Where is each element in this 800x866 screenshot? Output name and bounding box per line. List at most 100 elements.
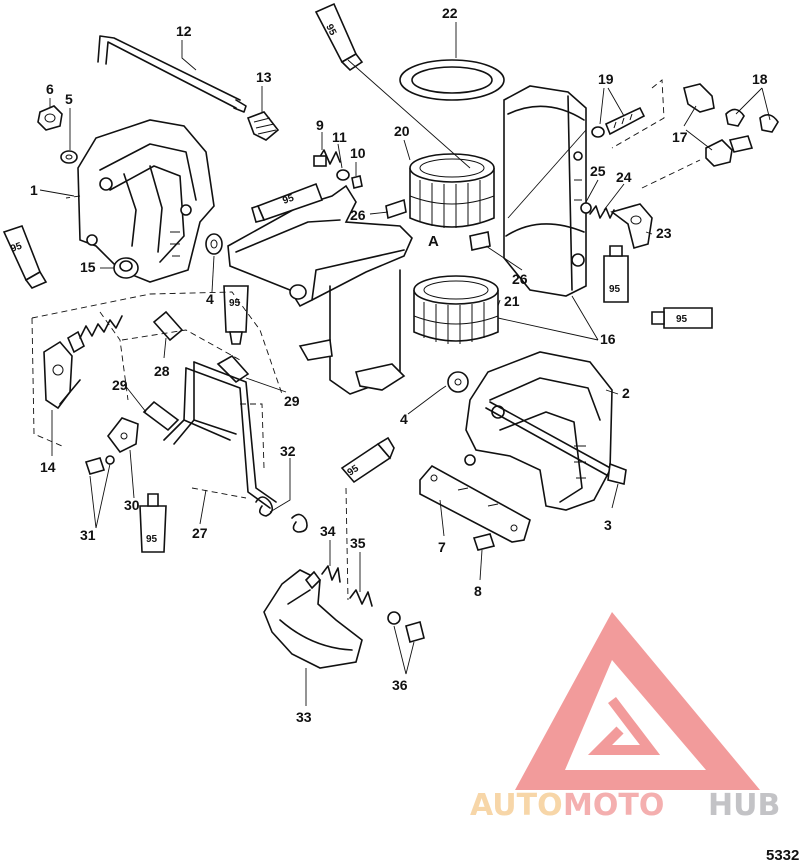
callout-13: 13 — [256, 69, 272, 85]
lubricant-tube-label: 95 — [146, 534, 158, 545]
callout-6: 6 — [46, 81, 54, 97]
part-19-bolt — [591, 106, 646, 138]
callout-35: 35 — [350, 535, 366, 551]
callout-16: 16 — [600, 331, 616, 347]
part-25-washer — [580, 202, 592, 214]
part-10-screw — [351, 175, 363, 189]
callout-36: 36 — [392, 677, 408, 693]
part-34-spring — [321, 565, 341, 583]
part-32-spring — [255, 496, 308, 533]
part-21-lower-bushing — [413, 275, 499, 344]
callout-21: 21 — [504, 293, 520, 309]
part-27-tilt-lock-lever — [163, 361, 277, 509]
part-11-washer — [336, 169, 350, 181]
callout-9: 9 — [316, 117, 324, 133]
callout-12: 12 — [176, 23, 192, 39]
leader-lines — [39, 22, 771, 706]
callout-11: 11 — [332, 129, 347, 145]
part-4-washer-lower — [447, 371, 469, 393]
callout-29-right: 29 — [284, 393, 300, 409]
callout-22: 22 — [442, 5, 458, 21]
callout-numbers: 12 13 6 5 1 15 4 9 11 10 22 20 19 18 17 … — [30, 5, 768, 725]
part-4-washer-top — [205, 233, 223, 255]
part-23-lever — [610, 203, 653, 249]
lubricant-tube-label: 95 — [676, 314, 688, 325]
callout-10: 10 — [350, 145, 366, 161]
callout-20: 20 — [394, 123, 410, 139]
part-29-pin-lower — [142, 400, 180, 432]
watermark-logo: AUTO MOTO HUB — [470, 612, 780, 823]
part-26-pad-upper — [385, 198, 407, 220]
callout-33: 33 — [296, 709, 312, 725]
view-marker-a: A — [428, 233, 439, 250]
part-5-washer — [60, 150, 78, 164]
part-3-through-bolt — [485, 401, 627, 485]
part-24-spring — [589, 205, 615, 219]
lubricant-tube-label: 95 — [281, 193, 296, 207]
callout-5: 5 — [65, 91, 73, 107]
lubricant-tube-left-edge: 95 — [2, 225, 48, 289]
part-36-fasteners — [387, 611, 425, 643]
part-29-pin-upper — [216, 354, 250, 384]
part-22-ring — [399, 59, 505, 101]
callout-26-lower: 26 — [512, 271, 528, 287]
callout-24: 24 — [616, 169, 632, 185]
callout-23: 23 — [656, 225, 672, 241]
part-9-spring — [313, 149, 341, 167]
assembly-outline-dashed — [31, 79, 701, 601]
lubricant-tube-label: 95 — [323, 22, 338, 37]
part-6-nut — [37, 105, 63, 131]
watermark-text-auto: AUTO — [470, 788, 563, 823]
callout-3: 3 — [604, 517, 612, 533]
part-14-tilt-lever — [43, 315, 123, 410]
callout-29-left: 29 — [112, 377, 128, 393]
lubricant-tube-center-low: 95 — [340, 436, 395, 484]
callout-18: 18 — [752, 71, 768, 87]
callout-31: 31 — [80, 527, 96, 543]
lubricant-tube-label: 95 — [609, 284, 621, 295]
callout-7: 7 — [438, 539, 446, 555]
lubricant-tube-center-left: 95 — [223, 285, 249, 345]
callout-1: 1 — [30, 182, 38, 198]
lubricant-tube-label: 95 — [9, 241, 24, 255]
callout-14: 14 — [40, 459, 56, 475]
callout-34: 34 — [320, 523, 336, 539]
callout-4-lower: 4 — [400, 411, 408, 427]
part-17-fitting — [683, 83, 754, 167]
lubricant-tube-label: 95 — [229, 298, 241, 309]
lubricant-tube-right: 95 — [603, 245, 629, 303]
part-15-bolt-knob — [113, 257, 139, 279]
callout-26-upper: 26 — [350, 207, 366, 223]
part-31-bolt — [84, 455, 115, 475]
part-2-port-clamp-bracket — [464, 351, 613, 511]
callout-17: 17 — [672, 129, 688, 145]
callout-15: 15 — [80, 259, 96, 275]
part-1-starboard-clamp-bracket — [77, 119, 215, 283]
figure-number: 5332 — [766, 847, 799, 864]
callout-28: 28 — [154, 363, 170, 379]
lubricant-tube-bottom-left: 95 — [139, 493, 167, 553]
callout-2: 2 — [622, 385, 630, 401]
part-35-spring — [349, 589, 373, 607]
callout-8: 8 — [474, 583, 482, 599]
callout-30: 30 — [124, 497, 140, 513]
part-7-anode-plate — [419, 464, 531, 543]
part-12-tilt-rod — [97, 35, 247, 113]
part-20-upper-bushing — [409, 153, 495, 228]
lubricant-tube-left-upper: 95 — [251, 182, 324, 223]
watermark-triangle-inner-icon — [587, 696, 661, 755]
part-8-screw — [472, 533, 496, 551]
lubricant-tube-far-right: 95 — [651, 307, 713, 329]
callout-25: 25 — [590, 163, 606, 179]
callout-27: 27 — [192, 525, 208, 541]
part-30-bracket — [106, 417, 139, 454]
part-13-knob — [246, 111, 280, 141]
swivel-bracket — [227, 184, 413, 395]
callout-32: 32 — [280, 443, 296, 459]
part-26-pad-lower — [469, 231, 491, 251]
watermark-triangle-icon — [515, 612, 760, 790]
callout-19: 19 — [598, 71, 614, 87]
watermark-text-hub: HUB — [708, 788, 780, 823]
watermark-text-moto: MOTO — [563, 788, 664, 823]
